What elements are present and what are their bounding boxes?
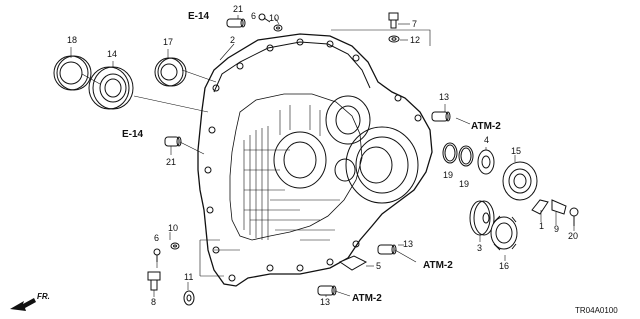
part-number-1: 1 bbox=[539, 221, 545, 231]
snap-ring-19b bbox=[458, 145, 474, 167]
diagram-code: TR04A0100 bbox=[575, 306, 618, 315]
reference-e14-top: E-14 bbox=[188, 11, 210, 22]
bolt-20 bbox=[569, 207, 579, 226]
bolt-6-top bbox=[258, 13, 271, 23]
sensor-8 bbox=[147, 271, 161, 291]
seal-ring-18 bbox=[53, 55, 92, 91]
part-number-5: 5 bbox=[376, 261, 382, 271]
part-number-2: 2 bbox=[230, 35, 236, 45]
part-number-8: 8 bbox=[151, 297, 157, 307]
gear-3 bbox=[469, 200, 495, 236]
transmission-case-2 bbox=[197, 33, 433, 287]
washer-11 bbox=[183, 290, 195, 306]
part-number-6-bottom: 6 bbox=[154, 233, 160, 243]
part-number-4: 4 bbox=[484, 135, 490, 145]
front-arrow-icon bbox=[10, 298, 36, 311]
part-5-cover bbox=[338, 255, 368, 271]
part-number-17: 17 bbox=[163, 37, 174, 47]
part-number-13-mid: 13 bbox=[403, 239, 414, 249]
part-number-15: 15 bbox=[511, 146, 522, 156]
part-number-13-bottom: 13 bbox=[320, 297, 331, 307]
part-number-6-top: 6 bbox=[251, 11, 257, 21]
part-number-16: 16 bbox=[499, 261, 510, 271]
part-number-13-top: 13 bbox=[439, 92, 450, 102]
washer-12 bbox=[388, 35, 400, 43]
bearing-15 bbox=[502, 161, 538, 201]
plug-7 bbox=[388, 12, 399, 29]
part-1 bbox=[531, 199, 549, 215]
part-number-9: 9 bbox=[554, 224, 560, 234]
part-number-7: 7 bbox=[412, 19, 418, 29]
reference-atm2-top: ATM-2 bbox=[471, 121, 501, 132]
bearing-14 bbox=[88, 66, 134, 110]
part-number-11: 11 bbox=[184, 272, 194, 282]
washer-10-bottom bbox=[170, 242, 180, 250]
seal-ring-17 bbox=[154, 57, 187, 87]
part-4 bbox=[477, 149, 495, 175]
dowel-pin-13-top bbox=[431, 111, 451, 122]
part-number-12: 12 bbox=[410, 35, 421, 45]
part-9 bbox=[551, 199, 567, 215]
part-number-10-top: 10 bbox=[269, 13, 280, 23]
snap-ring-19a bbox=[442, 142, 458, 164]
front-label: FR. bbox=[37, 292, 50, 301]
reference-atm2-bottom: ATM-2 bbox=[352, 293, 382, 304]
dowel-pin-13-bottom bbox=[317, 285, 337, 296]
part-number-20: 20 bbox=[568, 231, 579, 241]
bolt-6-bottom bbox=[153, 248, 161, 262]
reference-atm2-mid: ATM-2 bbox=[423, 260, 453, 271]
gear-16 bbox=[490, 215, 518, 251]
dowel-pin-21-left bbox=[164, 136, 182, 147]
part-number-19b: 19 bbox=[459, 179, 470, 189]
reference-e14-left: E-14 bbox=[122, 129, 144, 140]
dowel-pin-13-mid bbox=[377, 244, 397, 255]
part-number-18: 18 bbox=[67, 35, 78, 45]
part-number-10-bottom: 10 bbox=[168, 223, 179, 233]
part-number-21-left: 21 bbox=[166, 157, 177, 167]
part-number-19a: 19 bbox=[443, 170, 454, 180]
washer-10-top bbox=[273, 24, 283, 32]
dowel-pin-21-top bbox=[226, 18, 246, 28]
leader-lines bbox=[70, 15, 575, 297]
part-number-21-top: 21 bbox=[233, 4, 244, 14]
part-number-14: 14 bbox=[107, 49, 118, 59]
part-number-3: 3 bbox=[477, 243, 483, 253]
